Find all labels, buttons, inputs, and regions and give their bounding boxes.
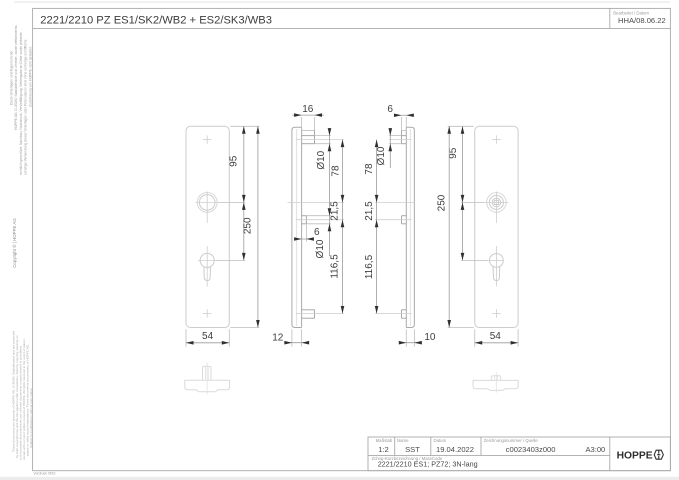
- svg-text:21,5: 21,5: [364, 201, 375, 221]
- svg-text:Vordruck 0519: Vordruck 0519: [34, 472, 56, 476]
- svg-text:116,5: 116,5: [364, 254, 375, 279]
- svg-text:Zustimmung von HOPPE nicht ges: Zustimmung von HOPPE nicht gestattet.: [28, 46, 32, 107]
- svg-text:1:2: 1:2: [378, 445, 389, 454]
- svg-text:78: 78: [331, 165, 342, 177]
- svg-text:HOPPE: HOPPE: [617, 451, 653, 462]
- svg-text:Name: Name: [397, 438, 409, 443]
- svg-text:These documents are property o: These documents are property of HOPPE AG…: [11, 331, 15, 452]
- svg-text:Datum: Datum: [434, 438, 447, 443]
- svg-text:6: 6: [314, 227, 320, 238]
- svg-text:Zeichnungsnummer / Quelle: Zeichnungsnummer / Quelle: [484, 438, 539, 443]
- svg-text:grants or utility model regist: grants or utility model registrations. T…: [26, 344, 30, 456]
- svg-text:250: 250: [436, 194, 447, 211]
- svg-text:78: 78: [364, 163, 375, 175]
- svg-text:Ø10: Ø10: [316, 150, 327, 169]
- svg-text:6: 6: [387, 104, 393, 115]
- svg-text:95: 95: [229, 155, 240, 167]
- svg-text:54: 54: [202, 331, 214, 342]
- svg-text:12: 12: [272, 333, 284, 344]
- svg-text:2221/2210 ES1; PZ72; 3N-lang: 2221/2210 ES1; PZ72; 3N-lang: [378, 460, 478, 469]
- svg-text:except with our prior written: except with our prior written consent of…: [22, 339, 26, 460]
- svg-text:Zchng-Kurzbezeichnung / MassCo: Zchng-Kurzbezeichnung / MassCode: [372, 456, 443, 461]
- svg-text:c0023403z000: c0023403z000: [506, 445, 556, 454]
- svg-text:SST: SST: [405, 445, 420, 454]
- svg-text:sonstige Verwendung dieser Unt: sonstige Verwendung dieser Unterlagen od…: [24, 39, 28, 175]
- svg-text:54: 54: [490, 331, 502, 342]
- svg-text:95: 95: [448, 147, 459, 159]
- svg-text:16: 16: [302, 104, 314, 115]
- svg-text:HOPPE AG, D-35260 Stadtallendo: HOPPE AG, D-35260 Stadtallendorf und urh…: [14, 25, 18, 130]
- svg-text:Subject to modifications witho: Subject to modifications without prior n…: [29, 388, 33, 448]
- svg-text:Diese Unterlagen sind Eigentum: Diese Unterlagen sind Eigentum der: [10, 50, 14, 105]
- svg-text:Copyright © | HOPPE AG: Copyright © | HOPPE AG: [12, 218, 17, 268]
- svg-text:2221/2210 PZ ES1/SK2/WB2 + ES2: 2221/2210 PZ ES1/SK2/WB2 + ES2/SK3/WB3: [40, 14, 272, 26]
- svg-text:116,5: 116,5: [330, 254, 341, 279]
- svg-text:Ø10: Ø10: [376, 146, 387, 165]
- svg-text:10: 10: [424, 332, 436, 343]
- svg-text:Maßstab: Maßstab: [376, 438, 393, 443]
- svg-text:to third parties and whichever: to third parties and whichever use of th…: [18, 345, 22, 460]
- svg-text:rechtlich geschützt. Nachbau,: rechtlich geschützt. Nachbau, Nachdruck,…: [19, 32, 23, 175]
- svg-text:250: 250: [242, 217, 253, 234]
- svg-text:19.04.2022: 19.04.2022: [436, 445, 474, 454]
- svg-text:by both copyright law and the: by both copyright law and the law agains…: [15, 335, 19, 458]
- svg-text:A3:00: A3:00: [585, 445, 605, 454]
- svg-text:Bearbeitet / Datum: Bearbeitet / Datum: [613, 10, 649, 15]
- svg-text:HHA/08.06.22: HHA/08.06.22: [618, 16, 666, 25]
- svg-text:Ø10: Ø10: [315, 239, 326, 258]
- svg-text:21,5: 21,5: [330, 201, 341, 221]
